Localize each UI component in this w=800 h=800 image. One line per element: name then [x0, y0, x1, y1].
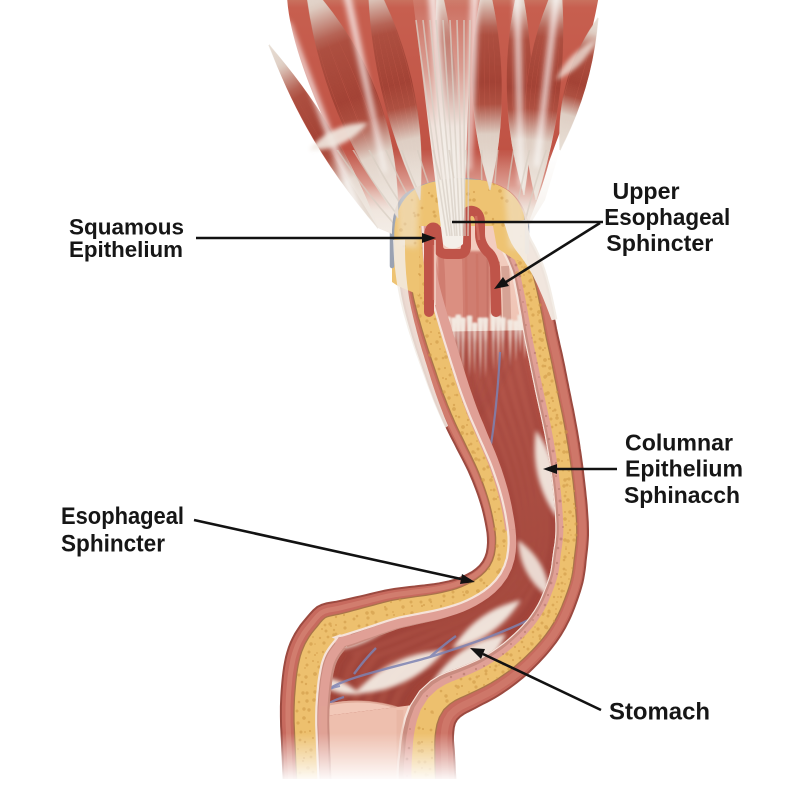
svg-text:Epithelium: Epithelium	[625, 456, 743, 482]
svg-text:Epithelium: Epithelium	[69, 237, 183, 262]
svg-text:Squamous: Squamous	[69, 215, 184, 240]
svg-text:Sphincter: Sphincter	[61, 530, 165, 557]
svg-text:Sphincter: Sphincter	[606, 230, 713, 256]
svg-text:Columnar: Columnar	[625, 430, 733, 456]
svg-text:Stomach: Stomach	[609, 698, 710, 725]
svg-text:Esophageal: Esophageal	[604, 204, 730, 230]
svg-text:Upper: Upper	[613, 178, 680, 204]
svg-text:Sphinacch: Sphinacch	[624, 482, 740, 508]
svg-text:Esophageal: Esophageal	[61, 503, 184, 530]
